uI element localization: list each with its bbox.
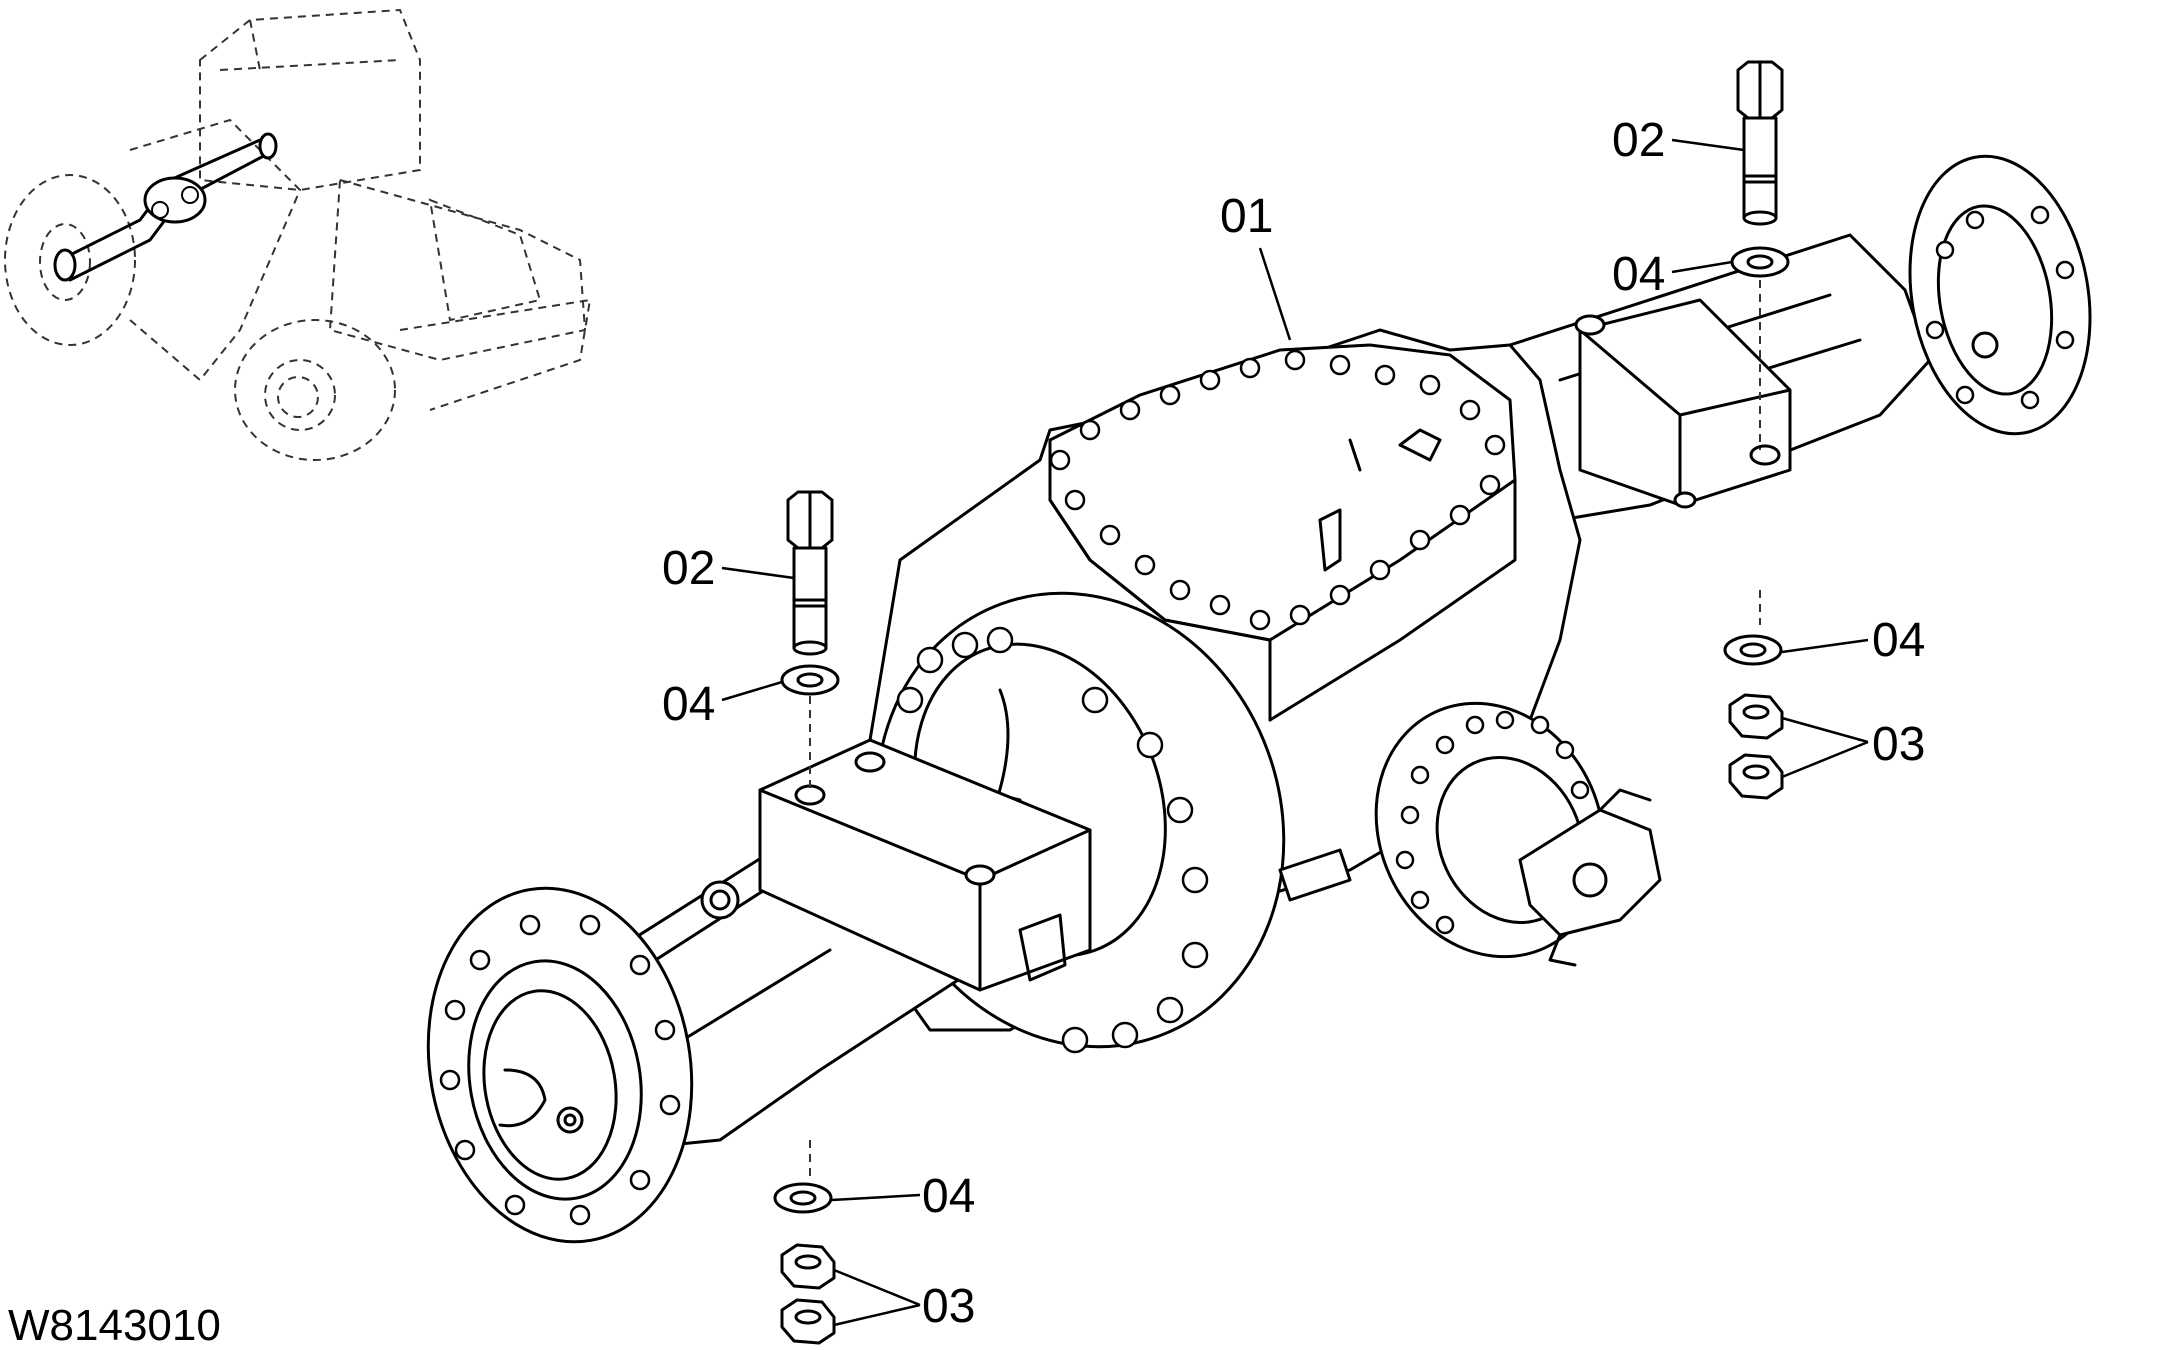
- nut-lower-lower-icon: [780, 1298, 836, 1345]
- bolt-upper-right-icon: [1736, 60, 1784, 226]
- callout-washer-left: 04: [662, 678, 715, 731]
- washer-left-icon: [780, 664, 840, 696]
- left-hub-bolt-holes: [439, 914, 681, 1226]
- callout-nuts-right: 03: [1872, 718, 1925, 771]
- callout-bolt-upper-right: 02: [1612, 114, 1665, 167]
- washer-right-icon: [1723, 634, 1783, 666]
- nut-right-lower-icon: [1728, 753, 1784, 800]
- callout-nuts-lower: 03: [922, 1280, 975, 1333]
- callout-washer-right: 04: [1872, 614, 1925, 667]
- ring-flange-bolts: [896, 626, 1209, 1054]
- callout-bolt-left: 02: [662, 542, 715, 595]
- machine-locator-thumbnail: [4, 8, 592, 461]
- nut-right-upper-icon: [1728, 693, 1784, 740]
- washer-upper-right-icon: [1730, 246, 1790, 278]
- axle-housing-drawing: [426, 154, 2092, 1244]
- highlighted-axle-icon: [53, 132, 278, 282]
- nut-lower-upper-icon: [780, 1243, 836, 1290]
- cover-bolt-ring: [1049, 349, 1506, 631]
- callout-washer-upper-right: 04: [1612, 248, 1665, 301]
- pinion-flange-bolts: [1395, 710, 1590, 935]
- callout-washer-lower: 04: [922, 1170, 975, 1223]
- washer-lower-icon: [773, 1182, 833, 1214]
- drawing-number: W8143010: [8, 1301, 221, 1350]
- callout-housing: 01: [1220, 190, 1273, 243]
- bolt-left-icon: [786, 490, 834, 656]
